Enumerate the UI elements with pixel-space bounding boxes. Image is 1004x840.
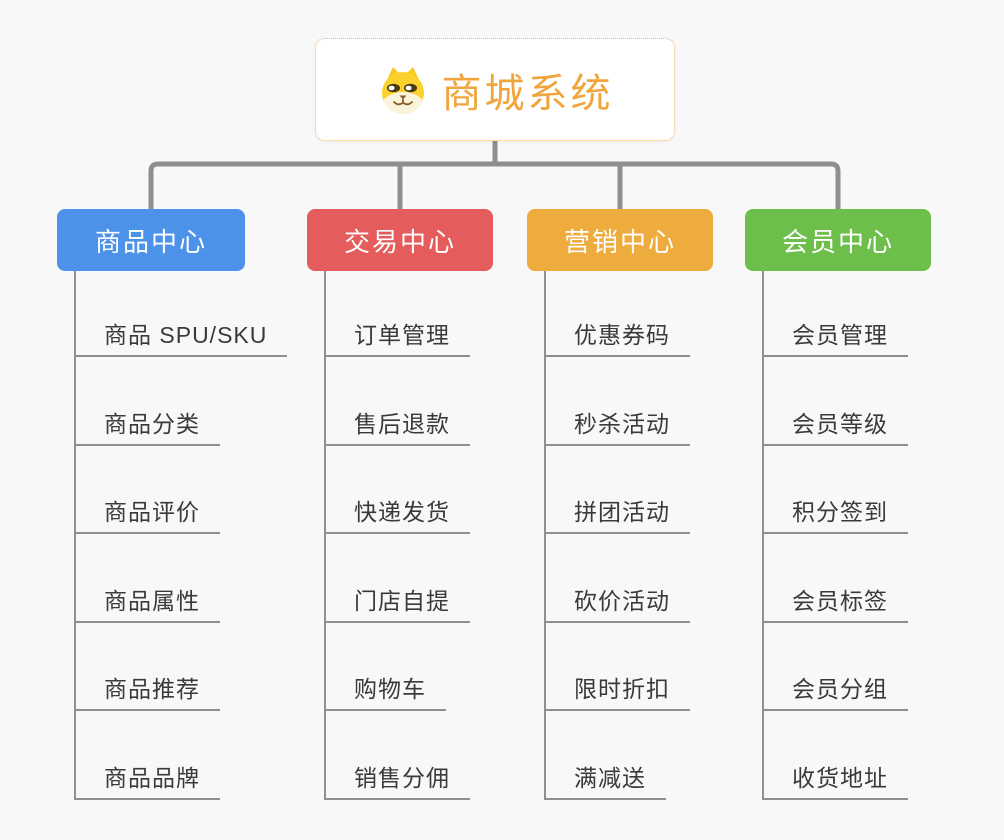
branch-topic-label: 营销中心 <box>563 226 676 257</box>
branch-trunk-line <box>74 271 76 800</box>
subtopic-node[interactable]: 拼团活动 <box>544 498 690 534</box>
subtopic-node[interactable]: 秒杀活动 <box>544 410 690 446</box>
connector-group <box>148 140 841 209</box>
subtopic-node[interactable]: 砍价活动 <box>544 587 690 623</box>
branch-topic-label: 商品中心 <box>94 226 207 257</box>
subtopic-node[interactable]: 限时折扣 <box>544 675 690 711</box>
subtopic-node[interactable]: 优惠券码 <box>544 321 690 357</box>
branch-topic-node[interactable]: 商品中心 <box>57 209 245 271</box>
subtopic-node[interactable]: 门店自提 <box>324 587 470 623</box>
subtopic-node[interactable]: 商品属性 <box>74 587 220 623</box>
branch-topic-node[interactable]: 营销中心 <box>527 209 713 271</box>
subtopic-node[interactable]: 商品推荐 <box>74 675 220 711</box>
dog-face-icon <box>377 64 429 116</box>
subtopic-node[interactable]: 商品 SPU/SKU <box>74 321 288 357</box>
subtopic-node[interactable]: 会员等级 <box>762 410 908 446</box>
branch-topic-label: 交易中心 <box>343 226 456 257</box>
root-topic-node[interactable]: 商城系统 <box>315 38 675 141</box>
bus-line <box>148 161 841 209</box>
subtopic-node[interactable]: 会员管理 <box>762 321 908 357</box>
subtopic-node[interactable]: 快递发货 <box>324 498 470 534</box>
subtopic-node[interactable]: 积分签到 <box>762 498 908 534</box>
subtopic-node[interactable]: 商品分类 <box>74 410 220 446</box>
branch-topic-node[interactable]: 交易中心 <box>307 209 493 271</box>
subtopic-node[interactable]: 商品评价 <box>74 498 220 534</box>
subtopic-node[interactable]: 满减送 <box>544 764 666 800</box>
branch-trunk-line <box>324 271 326 800</box>
branch-trunk-line <box>762 271 764 800</box>
subtopic-node[interactable]: 会员分组 <box>762 675 908 711</box>
branch-topic-label: 会员中心 <box>781 226 894 257</box>
subtopic-node[interactable]: 售后退款 <box>324 410 470 446</box>
branch-topic-node[interactable]: 会员中心 <box>745 209 931 271</box>
subtopic-node[interactable]: 销售分佣 <box>324 764 470 800</box>
subtopic-node[interactable]: 订单管理 <box>324 321 470 357</box>
subtopic-node[interactable]: 购物车 <box>324 675 446 711</box>
root-topic-title: 商城系统 <box>441 71 614 116</box>
branch-trunk-line <box>544 271 546 800</box>
subtopic-node[interactable]: 商品品牌 <box>74 764 220 800</box>
subtopic-node[interactable]: 收货地址 <box>762 764 908 800</box>
subtopic-node[interactable]: 会员标签 <box>762 587 908 623</box>
